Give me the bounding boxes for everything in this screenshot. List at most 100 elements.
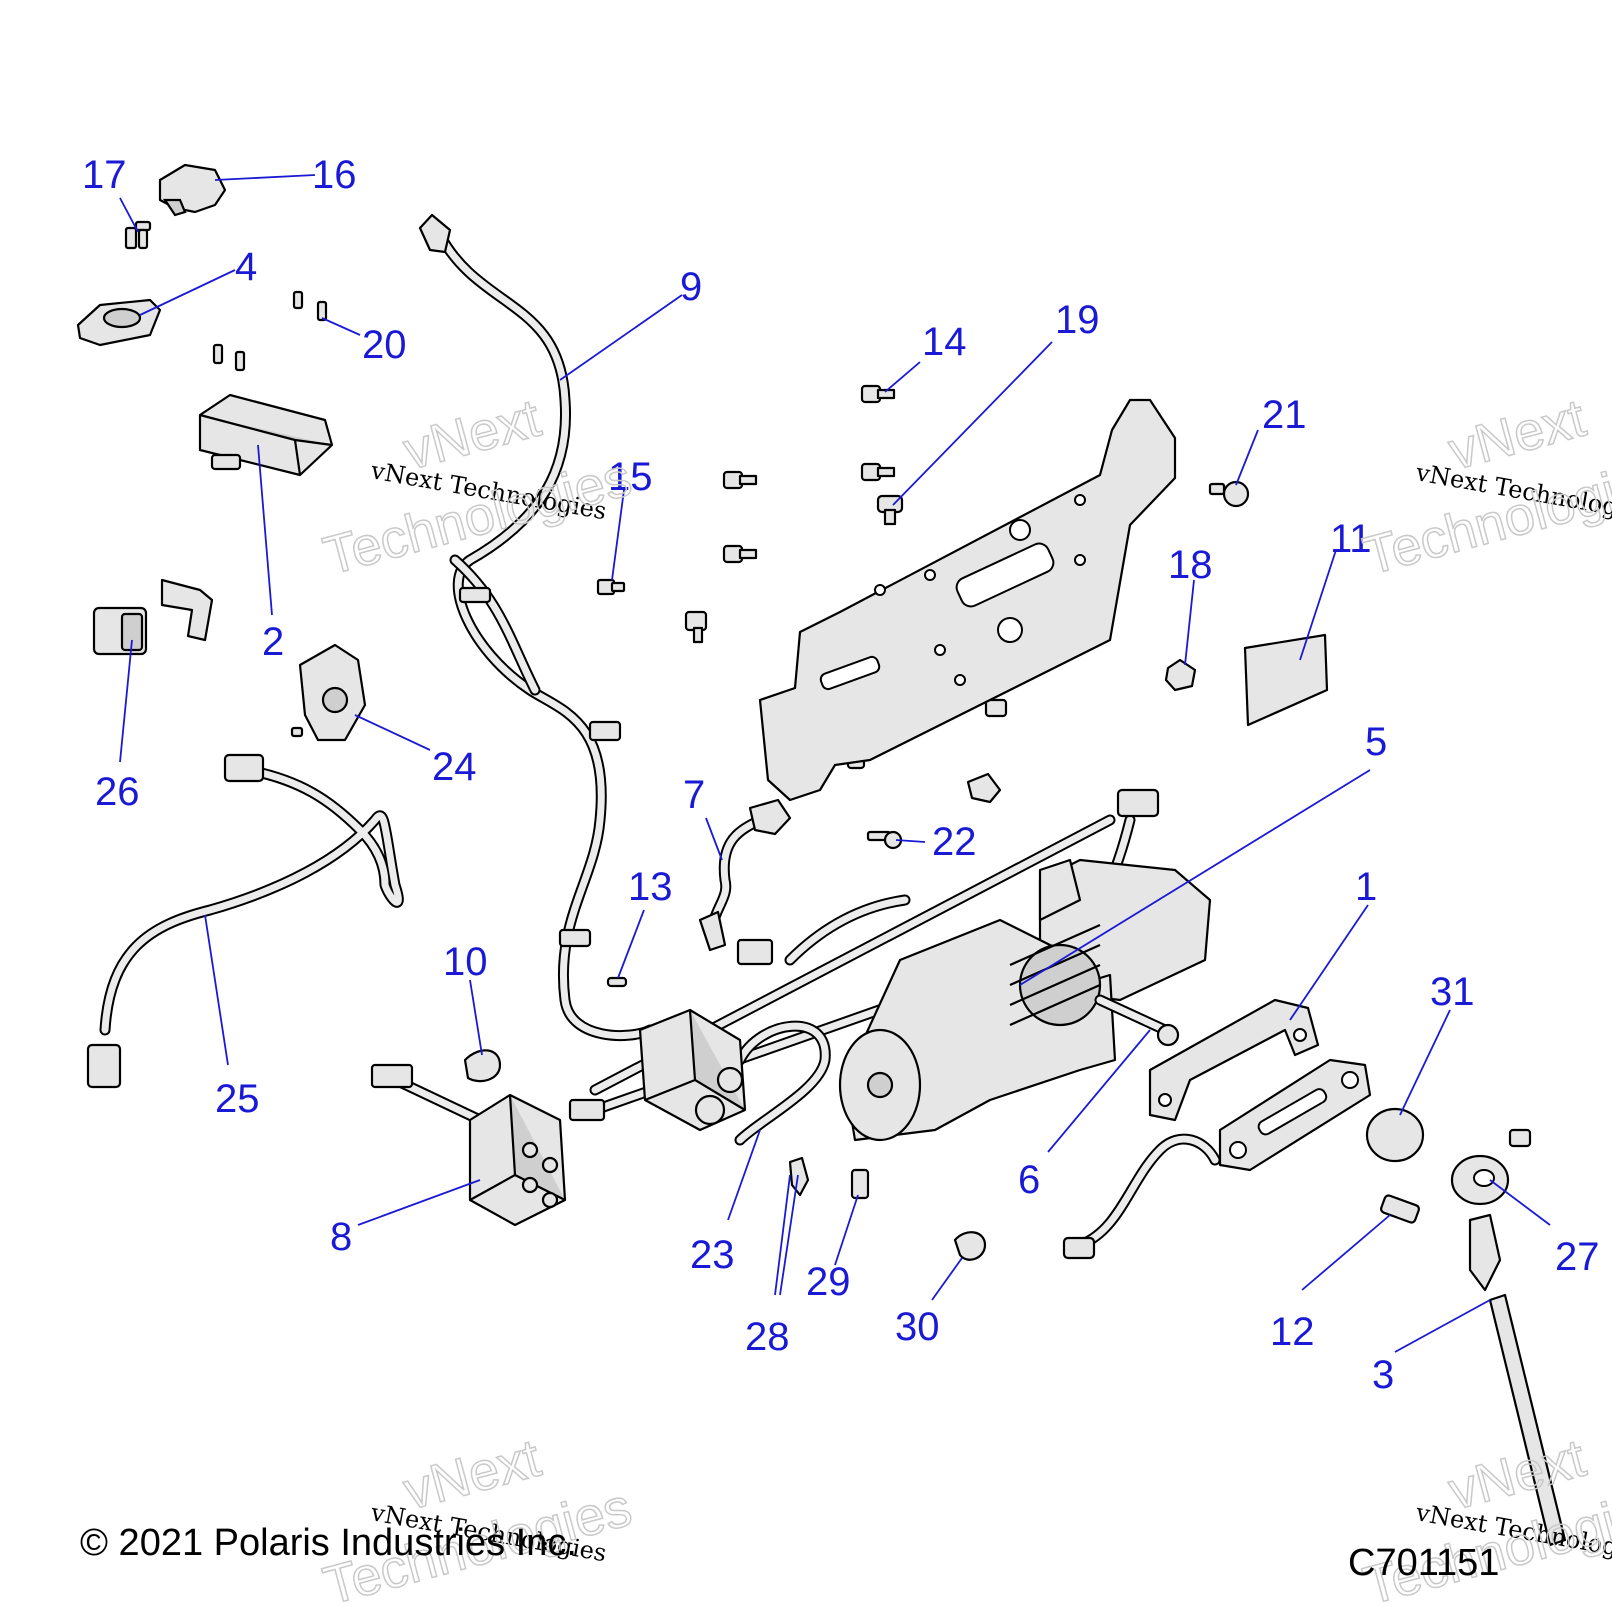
part-22-bolt [866,830,903,850]
leader-22 [895,839,926,843]
callout-19: 19 [1055,298,1100,342]
leader-4 [139,269,236,316]
callout-1: 1 [1355,865,1377,909]
leader-25 [204,914,229,1066]
leader-17 [119,197,139,233]
leader-28b [779,1174,799,1296]
leader-21 [1235,429,1259,486]
callout-3: 3 [1372,1353,1394,1397]
callout-11: 11 [1330,517,1372,561]
callout-14: 14 [922,320,967,364]
part-20-screws [292,290,328,322]
callout-9: 9 [680,265,702,309]
leader-10 [469,979,483,1056]
leader-14 [884,361,921,393]
part-module-screws [212,343,246,372]
part-15-bolt [596,578,626,596]
part-9-cable [418,213,656,1042]
leader-12 [1301,1214,1391,1291]
part-14-bolts [684,384,1008,804]
callout-29: 29 [806,1260,851,1304]
leader-26 [119,639,133,763]
part-11-decal [1243,633,1329,727]
leader-8 [357,1179,481,1226]
leader-28a [774,1174,791,1296]
leader-24 [354,714,431,751]
callout-21: 21 [1262,393,1307,437]
leader-27 [1489,1179,1551,1226]
callout-17: 17 [82,153,127,197]
part-31-stopper [1365,1107,1425,1163]
leader-23 [727,1129,761,1221]
leader-3 [1394,1299,1491,1353]
watermark-large-1a: vNext [398,388,547,482]
callout-22: 22 [932,820,977,864]
leader-1 [1289,904,1369,1021]
callout-30: 30 [895,1305,940,1349]
leader-18 [1184,579,1195,666]
leader-15 [611,489,625,581]
part-contactor-block [638,1008,747,1132]
part-13-pin [606,976,628,988]
callout-10: 10 [443,940,488,984]
part-24-cover [290,643,367,742]
leader-lines [119,174,1551,1353]
callout-20: 20 [362,323,407,367]
leader-19 [892,341,1053,506]
part-21-nut [1208,480,1250,508]
part-8-contactor [370,1063,567,1227]
part-4-switch [76,298,162,347]
leader-13 [617,909,645,979]
callout-2: 2 [262,620,284,664]
leader-30 [931,1257,963,1301]
leader-31 [1399,1009,1451,1116]
part-19-bolt [876,494,904,526]
callout-31: 31 [1430,970,1475,1014]
part-fairlead [1218,1058,1372,1172]
leader-2 [257,444,273,616]
leader-20 [321,317,361,336]
leader-16 [214,174,316,181]
part-7-boot [698,798,792,952]
part-29-clip [850,1168,870,1200]
part-26-rocker [92,578,214,656]
part-17-screws [124,220,152,250]
callout-23: 23 [690,1233,735,1277]
part-28-tie [788,1156,810,1197]
callout-26: 26 [95,770,140,814]
leader-7 [705,817,723,861]
callout-24: 24 [432,745,477,789]
callout-12: 12 [1270,1310,1315,1354]
callout-27: 27 [1555,1235,1600,1279]
callout-18: 18 [1168,543,1213,587]
part-1-bracket [1148,998,1320,1122]
watermark-large-2a: vNext [1443,388,1592,482]
callout-28: 28 [745,1315,790,1359]
part-16-cover [158,163,227,217]
copyright-notice: © 2021 Polaris Industries Inc. [80,1522,577,1564]
leader-9 [559,294,683,381]
part-wire-rope [1062,1133,1221,1260]
callout-16: 16 [312,153,357,197]
part-25-harness [86,753,404,1089]
part-30-clip [953,1231,987,1261]
callout-25: 25 [215,1077,260,1121]
drawing-number: C701151 [1348,1542,1500,1584]
callout-labels: 1 2 3 4 5 6 7 8 9 10 11 12 13 14 15 16 1… [82,153,1600,1397]
part-27-washer [1450,1128,1532,1206]
part-2-module [198,393,334,477]
part-3-hook [1468,1213,1567,1547]
leader-5 [1019,769,1371,986]
leader-29 [834,1194,859,1266]
part-12-bolt [1380,1194,1420,1224]
watermark-large-1b: Technologies [318,447,638,587]
part-18-nut [1164,658,1197,692]
callout-15: 15 [608,455,653,499]
leader-6 [1047,1029,1151,1153]
callout-4: 4 [235,245,257,289]
callout-13: 13 [628,865,673,909]
part-10-clamp [463,1049,502,1083]
callout-7: 7 [683,773,705,817]
callout-5: 5 [1365,720,1387,764]
